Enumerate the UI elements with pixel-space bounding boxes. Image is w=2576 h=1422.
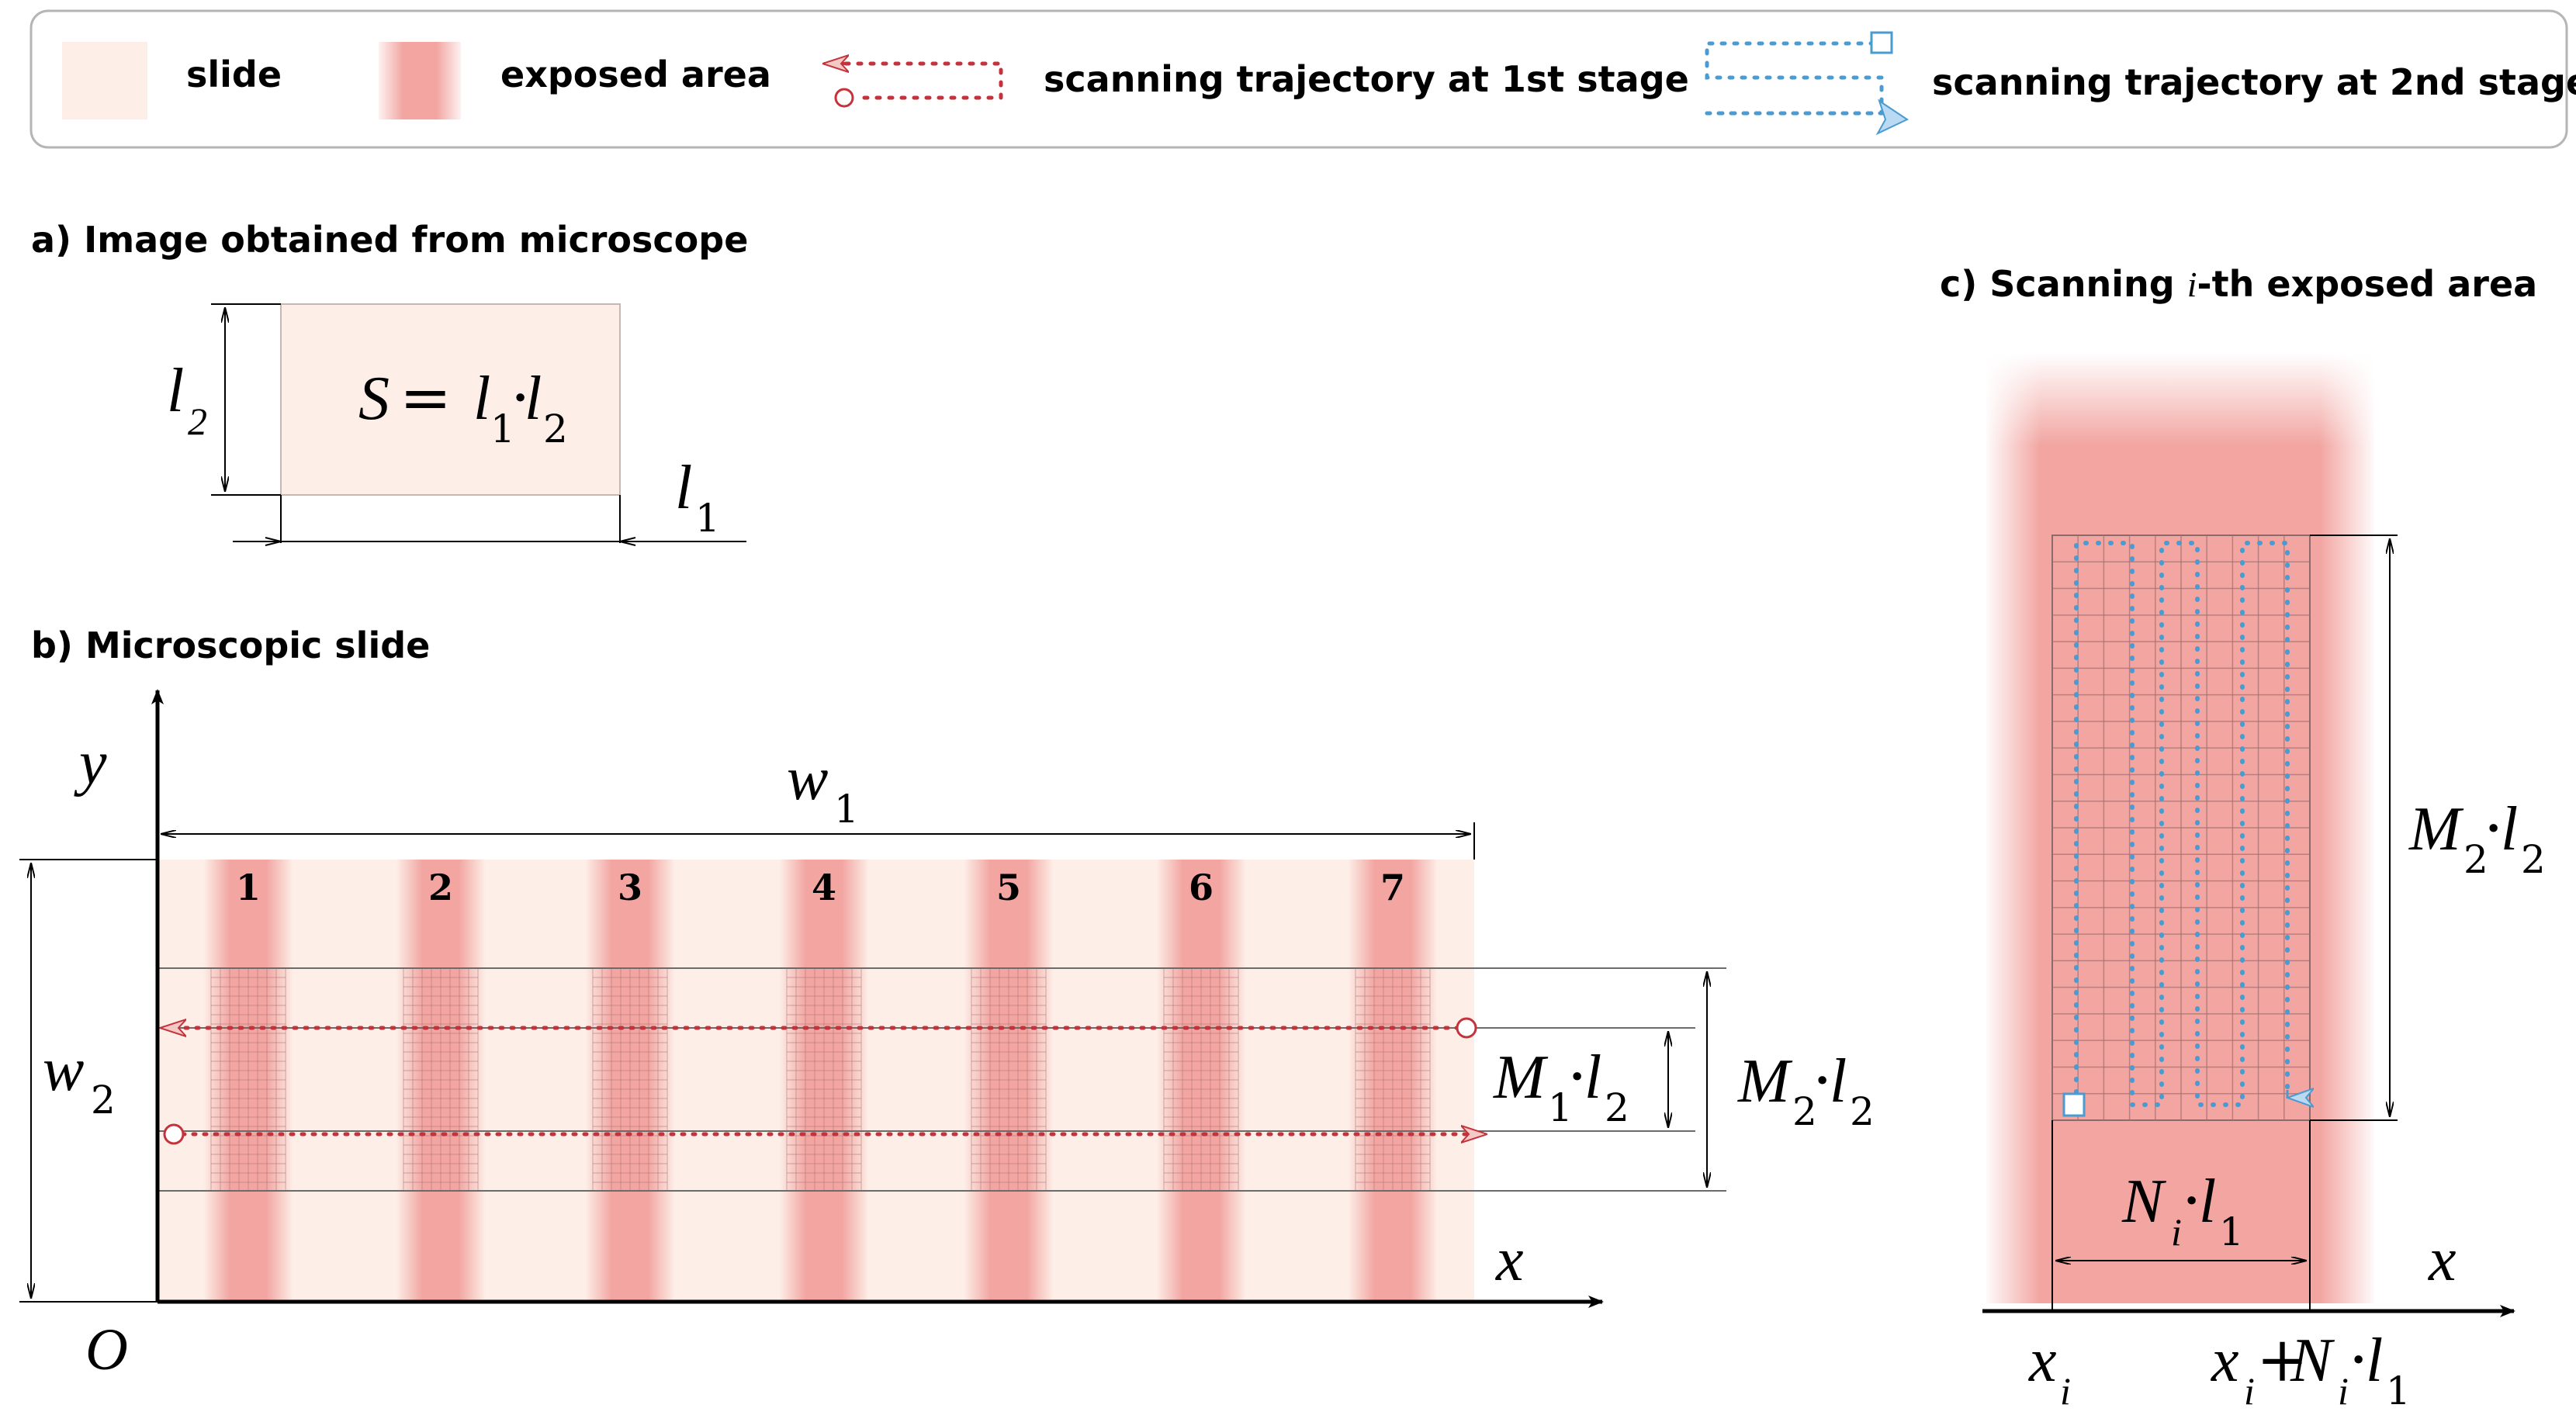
svg-text:l: l <box>525 365 542 433</box>
w1-label: w 1 <box>787 745 859 832</box>
stripe-number: 6 <box>1189 867 1214 908</box>
svg-text:·: · <box>1813 1044 1832 1116</box>
legend-slide-label: slide <box>186 54 282 95</box>
legend-exposed-label: exposed area <box>500 54 771 95</box>
panel-c: c) Scanning i-th exposed area M 2 · l 2 <box>1940 263 2546 1413</box>
y-axis-label: y <box>74 729 107 797</box>
trajectory-2nd-stage <box>2062 541 2289 1117</box>
svg-text:x: x <box>2028 1327 2057 1395</box>
m1l2-label: M 1 · l 2 <box>1493 1040 1629 1130</box>
stripe-number: 3 <box>618 867 642 908</box>
trajectory-1st-stage <box>159 1017 1488 1145</box>
panel-c-title: c) Scanning i-th exposed area <box>1940 263 2537 305</box>
svg-text:i: i <box>2171 1210 2182 1254</box>
svg-text:2: 2 <box>2463 837 2488 882</box>
svg-text:2: 2 <box>91 1078 116 1123</box>
svg-text:w: w <box>43 1036 84 1104</box>
svg-text:l: l <box>1584 1043 1601 1112</box>
svg-text:l: l <box>2366 1327 2383 1395</box>
svg-text:l: l <box>2501 795 2518 863</box>
svg-text:1: 1 <box>2386 1368 2411 1413</box>
svg-text:=: = <box>400 362 452 434</box>
svg-text:1: 1 <box>695 496 720 541</box>
svg-text:l: l <box>675 454 692 522</box>
svg-text:i: i <box>2060 1369 2071 1413</box>
panel-a: a) Image obtained from microscope l 2 l … <box>31 219 748 546</box>
svg-text:i: i <box>2244 1369 2255 1413</box>
stripe-number: 7 <box>1380 867 1405 908</box>
stripe-number: 4 <box>812 867 836 908</box>
svg-text:1: 1 <box>834 787 859 832</box>
legend-slide-swatch <box>62 42 147 119</box>
origin-label: O <box>85 1317 128 1382</box>
l2-label: l 2 <box>167 357 207 443</box>
c-x-axis-label: x <box>2428 1226 2457 1294</box>
legend-traj1-label: scanning trajectory at 1st stage <box>1044 58 1689 100</box>
stripe-number: 1 <box>236 867 261 908</box>
svg-text:2: 2 <box>1792 1089 1817 1134</box>
xi-label: x i <box>2028 1327 2071 1413</box>
panel-b-title: b) Microscopic slide <box>31 625 430 666</box>
nil1-label: N i · l 1 <box>2121 1164 2244 1254</box>
panel-a-title: a) Image obtained from microscope <box>31 219 748 261</box>
svg-text:w: w <box>787 745 828 813</box>
legend-box: slide exposed area scanning trajectory a… <box>29 9 2576 149</box>
svg-text:·: · <box>1567 1040 1587 1112</box>
svg-text:·: · <box>511 362 530 434</box>
svg-text:S: S <box>358 365 390 433</box>
svg-text:N: N <box>2121 1168 2167 1236</box>
svg-text:+: + <box>2256 1323 2308 1396</box>
svg-text:M: M <box>1493 1043 1549 1112</box>
svg-text:l: l <box>1830 1047 1847 1116</box>
svg-text:2: 2 <box>188 400 207 443</box>
svg-text:·: · <box>2349 1323 2368 1396</box>
svg-text:x: x <box>2211 1327 2239 1395</box>
microscope-image-rect <box>280 303 621 496</box>
scan-grid <box>2051 535 2311 1121</box>
area-formula: S = l 1 · l 2 <box>358 362 568 452</box>
svg-text:·: · <box>2484 792 2503 864</box>
x-axis-label: x <box>1495 1226 1524 1294</box>
svg-text:l: l <box>473 365 490 433</box>
legend-traj2-icon <box>1705 31 1909 136</box>
svg-text:M: M <box>1737 1047 1793 1116</box>
svg-text:i: i <box>2338 1369 2349 1413</box>
stripe-number: 2 <box>428 867 453 908</box>
w2-label: w 2 <box>43 1036 116 1123</box>
svg-text:N: N <box>2290 1327 2335 1395</box>
svg-text:l: l <box>2199 1168 2216 1236</box>
svg-text:1: 1 <box>2219 1209 2244 1254</box>
svg-text:1: 1 <box>490 407 515 452</box>
legend-exposed-swatch <box>379 42 461 119</box>
c-m2l2-label: M 2 · l 2 <box>2408 792 2546 882</box>
svg-text:2: 2 <box>543 407 568 452</box>
svg-text:l: l <box>167 357 184 425</box>
svg-text:·: · <box>2182 1164 2201 1237</box>
legend-traj1-icon <box>824 64 1003 108</box>
svg-text:2: 2 <box>2521 837 2546 882</box>
stripe-number: 5 <box>996 867 1021 908</box>
legend-traj2-label: scanning trajectory at 2nd stage <box>1932 61 2576 103</box>
l1-label: l 1 <box>675 454 720 541</box>
svg-text:1: 1 <box>1548 1085 1573 1130</box>
svg-text:M: M <box>2408 795 2464 863</box>
xi-plus-nil1-label: x i + N i · l 1 <box>2211 1323 2411 1413</box>
svg-text:2: 2 <box>1605 1085 1629 1130</box>
m2l2-label: M 2 · l 2 <box>1737 1044 1875 1134</box>
svg-text:2: 2 <box>1850 1089 1875 1134</box>
